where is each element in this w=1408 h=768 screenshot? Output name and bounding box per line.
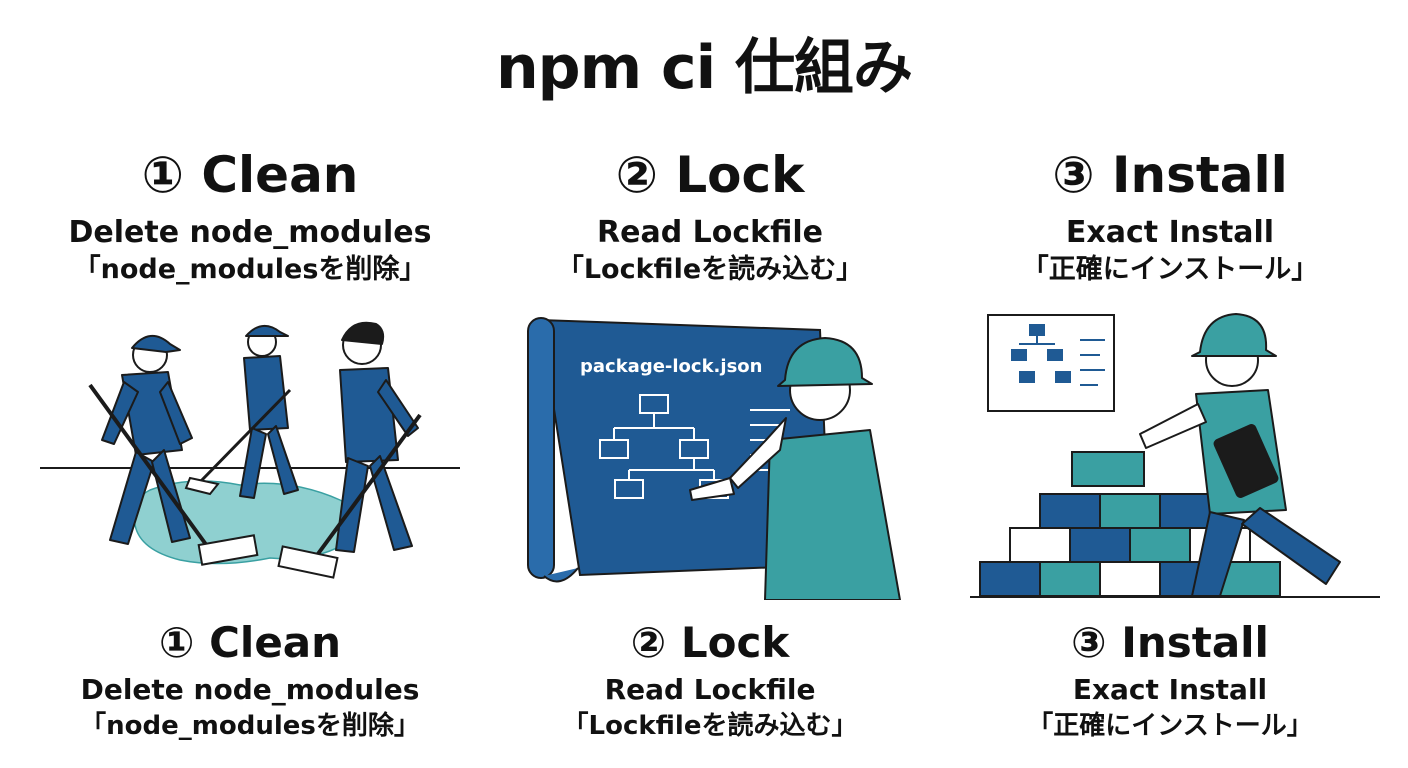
- step-clean-heading: ① Clean: [141, 146, 359, 204]
- worker-middle: [239, 325, 299, 499]
- step-clean-footer-description-en: Delete node_modules: [80, 673, 420, 706]
- step-clean-footer-heading: ① Clean: [158, 618, 342, 667]
- step-clean-footer-description-jp: 「node_modulesを削除」: [80, 711, 420, 741]
- step-install-footer-heading: ③ Install: [1071, 618, 1269, 667]
- step-install-footer-description-jp: 「正確にインストール」: [1027, 711, 1313, 741]
- step-clean-description-en: Delete node_modules: [68, 215, 432, 250]
- step-lock-footer-description-en: Read Lockfile: [604, 673, 816, 706]
- step-install-heading: ③ Install: [1052, 146, 1288, 204]
- page-title: npm ci 仕組み: [495, 33, 913, 103]
- cleaning-workers-illustration: [40, 321, 460, 579]
- builder-worker-illustration: [970, 313, 1380, 598]
- step-install-description-jp: 「正確にインストール」: [1021, 254, 1319, 285]
- step-install: ③ Install Exact Install 「正確にインストール」: [940, 0, 1400, 768]
- blueprint-worker-illustration: package-lock.json: [527, 317, 901, 600]
- step-lock-description-en: Read Lockfile: [597, 215, 823, 250]
- blueprint-scroll: [527, 317, 832, 583]
- step-lock-heading: ② Lock: [615, 146, 805, 204]
- step-install-description-en: Exact Install: [1065, 215, 1275, 250]
- step-lock-footer-heading: ② Lock: [630, 618, 790, 667]
- board-tree-icon: [1011, 324, 1105, 386]
- step-clean: ① Clean Delete node_modules 「node_module…: [20, 0, 480, 768]
- step-lock: ② Lock Read Lockfile 「Lockfileを読み込む」: [480, 0, 940, 768]
- step-lock-footer-description-jp: 「Lockfileを読み込む」: [562, 711, 858, 741]
- blueprint-label: package-lock.json: [580, 356, 762, 377]
- step-install-footer-description-en: Exact Install: [1072, 673, 1268, 706]
- worker-left: [101, 335, 193, 545]
- step-lock-description-jp: 「Lockfileを読み込む」: [556, 254, 864, 285]
- engineer-worker: [689, 337, 901, 600]
- wall-diagram-board: [987, 314, 1115, 412]
- builder-worker: [1139, 313, 1341, 597]
- step-clean-description-jp: 「node_modulesを削除」: [73, 254, 427, 285]
